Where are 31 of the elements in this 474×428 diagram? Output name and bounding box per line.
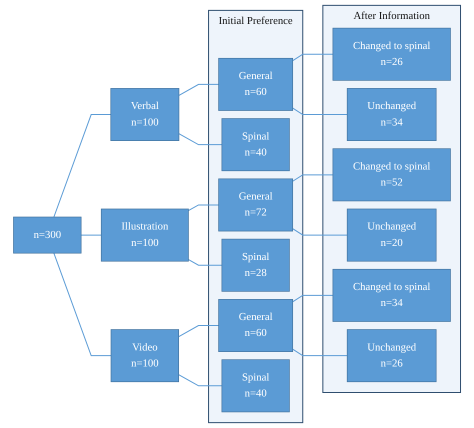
connector bbox=[292, 174, 333, 182]
connector bbox=[178, 133, 222, 146]
connector bbox=[292, 228, 348, 236]
connector bbox=[188, 259, 222, 266]
connector bbox=[292, 54, 333, 62]
connector bbox=[292, 108, 348, 116]
node-box: Unchanged n=26 bbox=[346, 329, 437, 382]
connector bbox=[81, 234, 102, 236]
node-box: Unchanged n=34 bbox=[346, 88, 437, 141]
connector bbox=[53, 253, 112, 356]
connector bbox=[53, 114, 111, 218]
connector bbox=[178, 374, 222, 386]
node-box: Changed to spinal n=26 bbox=[332, 28, 451, 81]
node-box: Changed to spinal n=52 bbox=[332, 148, 451, 202]
node-box: General n=60 bbox=[218, 299, 294, 352]
connector bbox=[188, 204, 219, 212]
node-box: Unchanged n=20 bbox=[346, 208, 437, 262]
node-box: Spinal n=40 bbox=[222, 359, 290, 412]
node-box: Changed to spinal n=34 bbox=[332, 268, 451, 322]
node-box: Spinal n=40 bbox=[222, 118, 290, 172]
connector bbox=[292, 348, 348, 356]
node-box: Video n=100 bbox=[110, 329, 180, 382]
node-box: Spinal n=28 bbox=[222, 238, 290, 292]
node-box: General n=60 bbox=[218, 58, 294, 111]
node-box: Illustration n=100 bbox=[100, 208, 189, 262]
connector bbox=[292, 294, 333, 302]
node-box: n=300 bbox=[13, 216, 82, 254]
connector bbox=[178, 84, 219, 96]
connector bbox=[178, 325, 219, 338]
node-box: General n=72 bbox=[218, 178, 294, 232]
node-box: Verbal n=100 bbox=[110, 88, 180, 141]
